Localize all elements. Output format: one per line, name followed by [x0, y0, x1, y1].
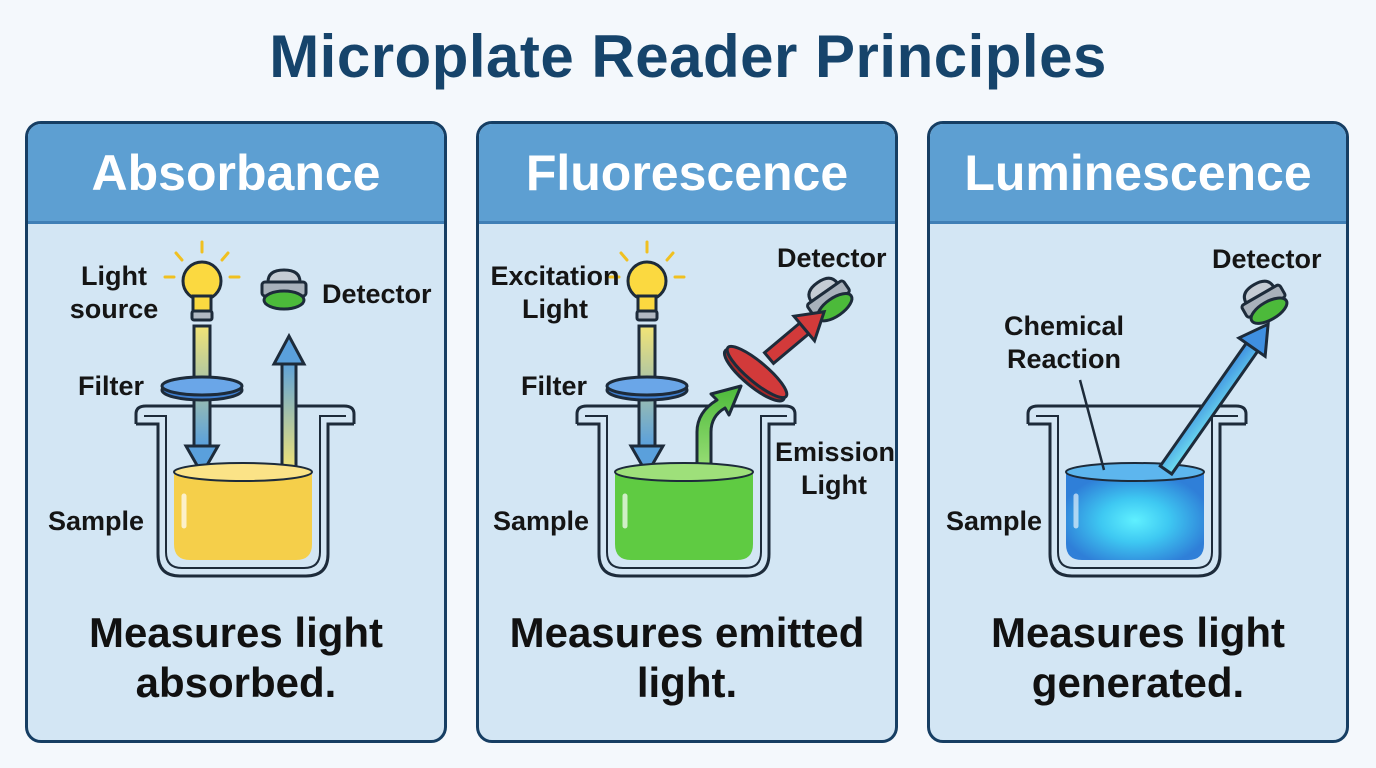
light-bulb-icon: [608, 240, 686, 322]
fluorescence-diagram: [575, 240, 854, 578]
panel-heading: Luminescence: [930, 124, 1346, 224]
panel-heading: Fluorescence: [479, 124, 895, 224]
light-source-label: Light source: [69, 261, 159, 324]
absorbance-diagram: [134, 240, 356, 578]
detector-icon: [260, 268, 308, 311]
chemical-reaction-label: Chemical Reaction: [1003, 311, 1125, 374]
filter-disc: [160, 375, 244, 402]
page-title: Microplate Reader Principles: [269, 23, 1107, 90]
panel-fluorescence: Fluorescence: [476, 121, 898, 743]
detector-icon: [806, 276, 854, 323]
sample-liquid: [614, 462, 754, 560]
panel-caption: Measures light absorbed.: [88, 609, 384, 706]
generated-light-arrow: [1158, 321, 1270, 477]
transmitted-light-arrow: [271, 332, 307, 472]
filter-label: Filter: [521, 371, 588, 401]
sample-liquid: [1065, 462, 1205, 560]
panel-heading: Absorbance: [28, 124, 444, 224]
emitted-signal-arrow: [762, 309, 827, 366]
excitation-light-label: Excitation Light: [490, 261, 620, 324]
emission-light-arrow: [695, 384, 743, 476]
detector-label: Detector: [777, 243, 887, 273]
excitation-filter-disc: [605, 375, 689, 402]
panel-caption: Measures emitted light.: [509, 609, 865, 706]
emission-light-label: Emission Light: [775, 437, 896, 500]
filter-label: Filter: [78, 371, 145, 401]
sample-label: Sample: [946, 506, 1043, 536]
sample-label: Sample: [48, 506, 145, 536]
luminescence-diagram: [1026, 279, 1289, 578]
panel-luminescence: Luminescence: [927, 121, 1349, 743]
light-bulb-icon: [163, 240, 241, 322]
sample-liquid: [173, 462, 313, 560]
reaction-pointer-line: [1078, 379, 1106, 471]
emission-filter-disc: [722, 344, 789, 403]
sample-label: Sample: [493, 506, 590, 536]
detector-icon: [1240, 279, 1289, 325]
panel-caption: Measures light generated.: [990, 609, 1286, 706]
panel-absorbance: Absorbance: [25, 121, 447, 743]
detector-label: Detector: [322, 279, 432, 309]
detector-label: Detector: [1212, 244, 1322, 274]
